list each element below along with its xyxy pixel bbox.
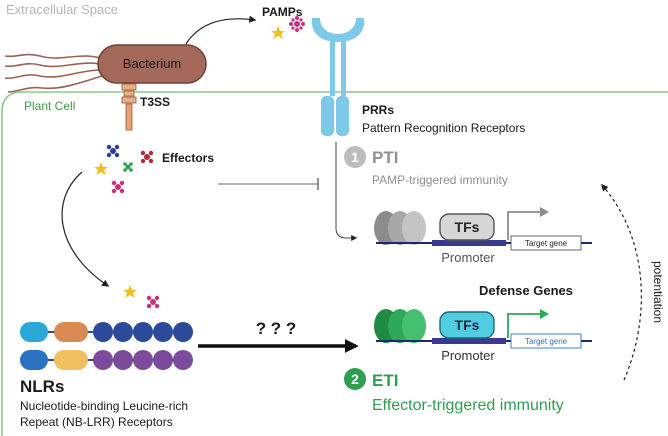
nlr-effector-pink-icon	[146, 295, 160, 309]
nucleosome-gray	[374, 211, 426, 245]
transcription-arrow-bottom	[507, 313, 540, 338]
nlrs-label: NLRs	[20, 377, 64, 396]
tfs-label-bottom: TFs	[455, 317, 480, 333]
transcription-arrow-top	[507, 211, 540, 240]
unknown-mechanism-label: ? ? ?	[256, 319, 297, 338]
t3ss-structure	[121, 83, 137, 131]
effector-red-icon	[140, 150, 154, 164]
effector-green-icon	[123, 162, 133, 172]
tfs-label-top: TFs	[455, 219, 480, 235]
pti-number: 1	[351, 149, 359, 165]
transcription-arrowhead-top	[540, 207, 549, 217]
prr-signal-arrow	[335, 142, 358, 241]
tfs-box-bottom	[439, 311, 495, 339]
target-gene-label-top: Target gene	[525, 239, 568, 248]
pti-full-label: PAMP-triggered immunity	[372, 173, 508, 187]
target-gene-box-bottom	[510, 333, 582, 349]
pamps-release-arrow	[185, 15, 257, 45]
extracellular-space-label: Extracellular Space	[6, 2, 118, 17]
nlrs-full-line1: Nucleotide-binding Leucine-rich	[20, 399, 188, 413]
potentiation-arrow	[601, 183, 642, 381]
potentiation-label: potentiation	[651, 261, 665, 323]
effectors-label: Effectors	[162, 151, 214, 165]
nlr-effector-yellow-icon	[123, 285, 137, 298]
promoter-region-top	[432, 240, 506, 246]
nlrs-full-line2: Repeat (NB-LRR) Receptors	[20, 415, 173, 429]
bacterium	[97, 44, 207, 84]
promoter-region-bottom	[432, 338, 506, 344]
bacterium-flagella	[4, 53, 103, 93]
t3ss-label: T3SS	[140, 95, 170, 109]
transcription-arrowhead-bottom	[540, 309, 549, 319]
eti-number-badge	[344, 368, 366, 390]
pamps-label: PAMPs	[262, 5, 303, 19]
nlr-receptor-top	[20, 322, 193, 342]
eti-full-label: Effector-triggered immunity	[372, 397, 564, 414]
defense-genes-label: Defense Genes	[479, 283, 573, 298]
prrs-label: PRRs	[362, 103, 394, 117]
effector-to-nlr-arrow	[61, 171, 110, 287]
prrs-full-label: Pattern Recognition Receptors	[362, 121, 525, 135]
eti-number: 2	[351, 371, 359, 387]
promoter-label-top: Promoter	[441, 250, 495, 265]
target-gene-label-bottom: Target gene	[525, 337, 568, 346]
tfs-box-top	[439, 213, 495, 241]
pti-label: PTI	[372, 148, 398, 167]
eti-label: ETI	[372, 371, 398, 390]
plant-cell-membrane	[1, 91, 668, 436]
effector-pink-icon	[111, 180, 125, 194]
prr-receptor	[311, 18, 365, 136]
bacterium-label: Bacterium	[123, 56, 182, 71]
pamp-pink-icon	[289, 16, 305, 32]
effector-blue-icon	[106, 144, 120, 158]
pti-number-badge	[344, 146, 366, 168]
nlr-receptor-bottom	[20, 350, 193, 370]
pamp-star-icon	[271, 26, 285, 39]
promoter-label-bottom: Promoter	[441, 348, 495, 363]
nucleosome-green	[374, 309, 426, 343]
plant-cell-label: Plant Cell	[24, 99, 75, 113]
effector-yellow-icon	[94, 162, 108, 175]
target-gene-box-top	[510, 235, 582, 251]
